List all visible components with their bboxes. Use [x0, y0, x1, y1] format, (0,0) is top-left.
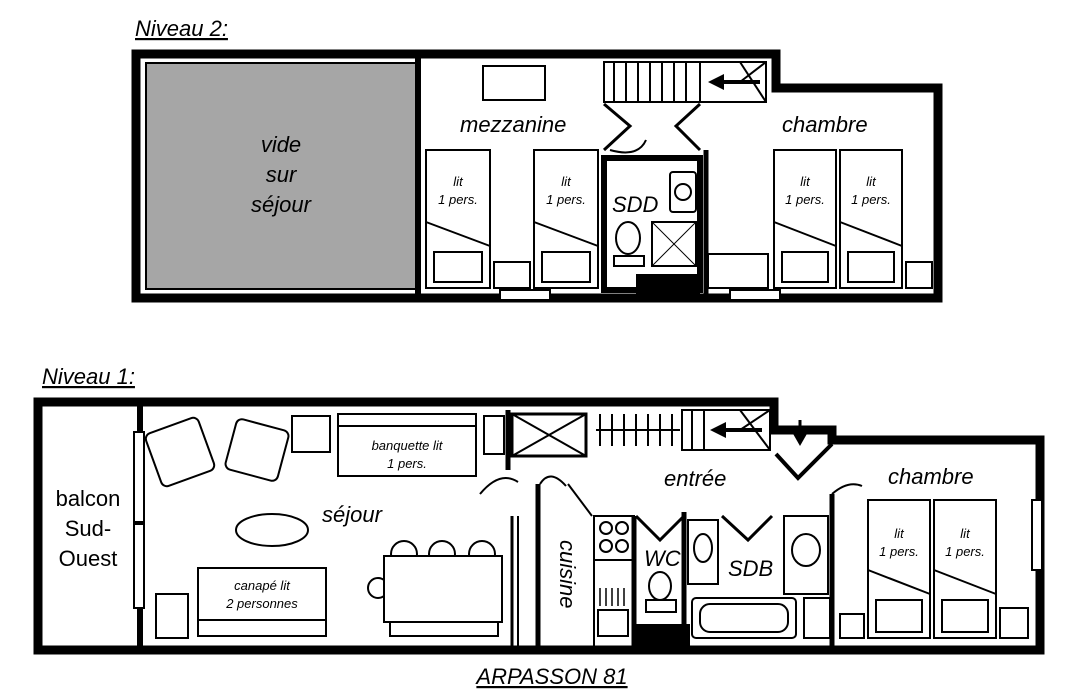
toilet-icon	[648, 571, 672, 601]
bed: lit 1 pers.	[425, 149, 491, 289]
balcony-label-line-3: Ouest	[59, 546, 118, 571]
bed-label-line-2: 1 pers.	[945, 544, 985, 559]
bench-bed: banquette lit 1 pers.	[337, 413, 477, 477]
bench-bed-label-line-1: banquette lit	[372, 438, 444, 453]
armchair	[224, 418, 290, 482]
void-area	[145, 62, 419, 290]
bed-label-line-1: lit	[866, 174, 877, 189]
shower-room-label: SDD	[612, 192, 659, 217]
window	[729, 289, 781, 301]
bed: lit 1 pers.	[773, 149, 837, 289]
void-label-line-1: vide	[261, 132, 301, 157]
sink-icon	[597, 588, 629, 637]
nightstand	[905, 261, 933, 289]
bed-label-line-1: lit	[453, 174, 464, 189]
entry-label: entrée	[664, 466, 726, 491]
level-2-outer-wall	[131, 49, 943, 303]
bed-label-line-2: 1 pers.	[879, 544, 919, 559]
stair-arrow-icon	[710, 422, 726, 438]
washbasin-icon	[783, 515, 829, 595]
mezzanine-label: mezzanine	[460, 112, 566, 137]
bed: lit 1 pers.	[933, 499, 997, 639]
level-1-outer-wall	[33, 397, 1045, 655]
mezzanine-shelf	[482, 65, 546, 101]
window	[1031, 499, 1043, 571]
side-table	[155, 593, 189, 639]
bed-label-line-1: lit	[800, 174, 811, 189]
balcony-label-line-1: balcon	[56, 486, 121, 511]
bed-label-line-2: 1 pers.	[785, 192, 825, 207]
bed-label-line-2: 1 pers.	[438, 192, 478, 207]
bedroom-1-label: chambre	[888, 464, 974, 489]
bed-label-line-1: lit	[561, 174, 572, 189]
bathroom-label: SDB	[728, 556, 773, 581]
balcony-label-line-2: Sud-	[65, 516, 111, 541]
level-1-plan: Niveau 1: balcon Sud- Ouest séjour banqu…	[33, 364, 1045, 655]
dining-table	[367, 540, 503, 637]
level-1-heading: Niveau 1:	[42, 364, 135, 389]
stair-arrow-icon	[708, 74, 724, 90]
sofa-bed-label-line-1: canapé lit	[234, 578, 291, 593]
plan-title: ARPASSON 81	[474, 664, 627, 689]
hob-icon	[593, 515, 635, 561]
sofa-bed: canapé lit 2 personnes	[197, 567, 327, 637]
bed-label-line-2: 1 pers.	[546, 192, 586, 207]
desk	[707, 253, 769, 289]
nightstand	[493, 261, 531, 289]
bed: lit 1 pers.	[533, 149, 599, 289]
bed-label-line-1: lit	[894, 526, 905, 541]
level-2-staircase	[603, 61, 767, 103]
window	[499, 289, 551, 301]
bathtub-icon	[691, 597, 797, 639]
entrance-arrow-icon	[792, 432, 808, 446]
nightstand	[839, 613, 865, 639]
washbasin-icon	[669, 171, 697, 213]
armchair	[144, 416, 216, 488]
level-1-staircase	[596, 409, 771, 451]
bed-label-line-1: lit	[960, 526, 971, 541]
kitchen-label: cuisine	[555, 540, 580, 608]
washbasin-icon	[687, 519, 719, 585]
balcony-door	[133, 431, 145, 523]
toilet-icon	[615, 221, 641, 255]
sofa-bed-label-line-2: 2 personnes	[225, 596, 298, 611]
side-table	[291, 415, 331, 453]
bench-bed-label-line-2: 1 pers.	[387, 456, 427, 471]
side-table	[483, 415, 505, 455]
living-room-label: séjour	[322, 502, 384, 527]
void-label-line-2: sur	[266, 162, 298, 187]
bed: lit 1 pers.	[867, 499, 931, 639]
level-2-heading: Niveau 2:	[135, 16, 228, 41]
level-2-plan: Niveau 2: vide sur séjour mezzanine	[131, 16, 943, 303]
balcony-door	[133, 523, 145, 609]
bed: lit 1 pers.	[839, 149, 903, 289]
nightstand	[999, 607, 1029, 639]
bed-label-line-2: 1 pers.	[851, 192, 891, 207]
bedroom-2-label: chambre	[782, 112, 868, 137]
coffee-table	[235, 513, 309, 547]
wc-label: WC	[644, 546, 681, 571]
void-label-line-3: séjour	[251, 192, 313, 217]
